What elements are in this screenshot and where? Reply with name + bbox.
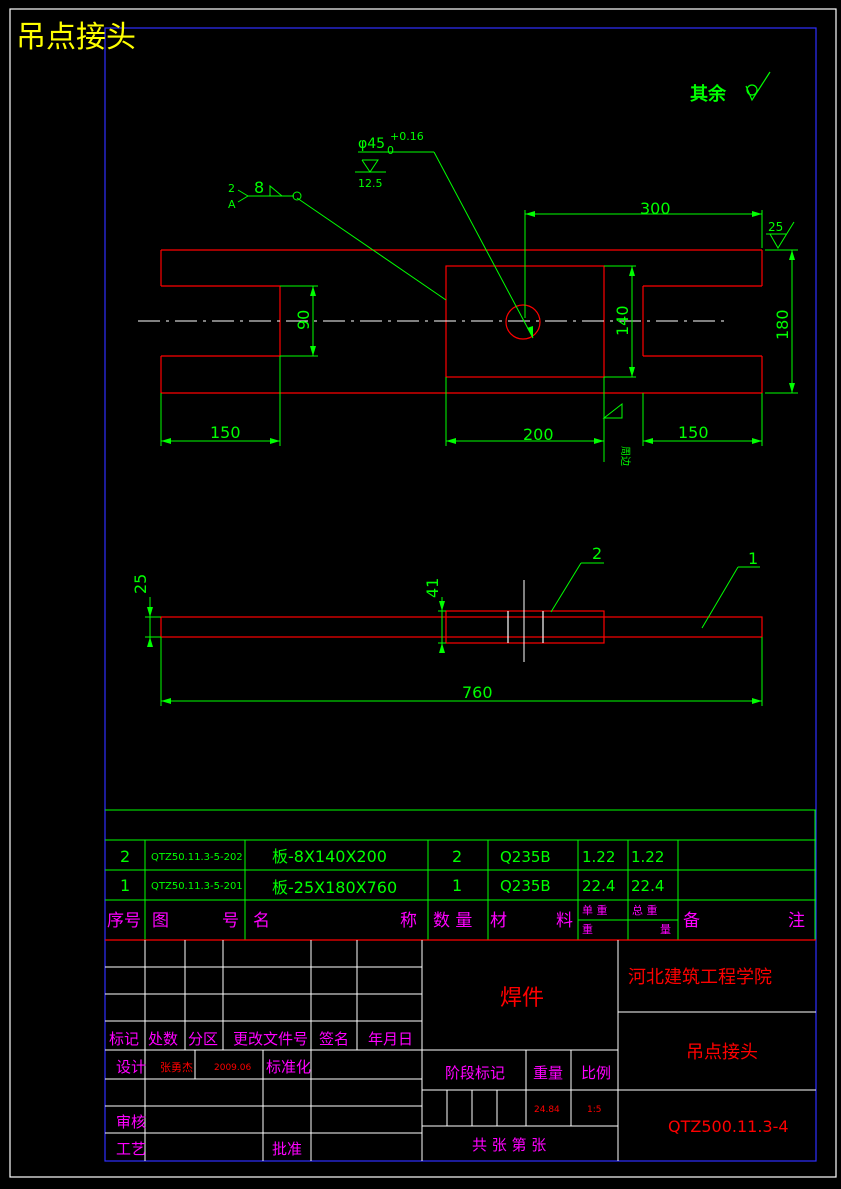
dim-150-left: 150 bbox=[210, 423, 241, 442]
hole-tol-lower: 0 bbox=[387, 144, 394, 157]
hole-roughness-value: 12.5 bbox=[358, 177, 383, 190]
top-view bbox=[160, 610, 763, 644]
tb-mark: 标记 bbox=[109, 1030, 139, 1048]
type-weldment: 焊件 bbox=[500, 986, 544, 1011]
weld-around-text: 周边 bbox=[619, 446, 631, 466]
dim-300: 300 bbox=[640, 199, 671, 218]
part-qty: 2 bbox=[452, 847, 462, 866]
part-no: 1 bbox=[120, 876, 130, 895]
part-name: 板-8X140X200 bbox=[272, 847, 387, 866]
part-no: 2 bbox=[120, 847, 130, 866]
tb-sign: 签名 bbox=[319, 1030, 349, 1048]
tb-sheets: 共 张 第 张 bbox=[472, 1136, 546, 1154]
dim-41: 41 bbox=[423, 578, 442, 598]
tb-process: 工艺 bbox=[116, 1140, 146, 1158]
tb-stage: 阶段标记 bbox=[445, 1064, 505, 1082]
part-name: 板-25X180X760 bbox=[272, 878, 397, 897]
tb-scale-label: 比例 bbox=[581, 1064, 611, 1082]
tb-change-doc: 更改文件号 bbox=[233, 1030, 308, 1048]
balloon-2: 2 bbox=[592, 544, 602, 563]
header-code-b: 号 bbox=[222, 911, 239, 931]
tb-designer: 张勇杰 bbox=[160, 1061, 193, 1074]
part-code: QTZ50.11.3-5-201 bbox=[151, 881, 243, 892]
hole-diameter: φ45 bbox=[358, 136, 385, 152]
dim-200: 200 bbox=[523, 425, 554, 444]
tb-date-label: 年月日 bbox=[368, 1030, 413, 1048]
front-dimension-lines bbox=[160, 151, 798, 446]
tb-weight: 24.84 bbox=[534, 1105, 560, 1115]
part-material: Q235B bbox=[500, 848, 551, 866]
header-total-weight-a: 总 重 bbox=[632, 903, 658, 917]
part-total-weight: 1.22 bbox=[631, 848, 664, 866]
header-unit-weight-a: 单 重 bbox=[582, 903, 608, 917]
part-name-title: 吊点接头 bbox=[686, 1042, 758, 1063]
part-total-weight: 22.4 bbox=[631, 877, 664, 895]
school-name: 河北建筑工程学院 bbox=[628, 967, 772, 988]
tb-weight-label: 重量 bbox=[533, 1064, 563, 1082]
header-mat-a: 材 bbox=[490, 911, 507, 931]
parts-list-grid bbox=[105, 809, 816, 940]
header-remark-b: 注 bbox=[788, 911, 805, 931]
tb-count: 处数 bbox=[148, 1030, 178, 1048]
part-unit-weight: 1.22 bbox=[582, 848, 615, 866]
part-unit-weight: 22.4 bbox=[582, 877, 615, 895]
header-name-b: 称 bbox=[400, 911, 417, 931]
header-no: 序号 bbox=[107, 911, 141, 931]
front-arrowheads bbox=[161, 211, 795, 444]
part-qty: 1 bbox=[452, 876, 462, 895]
weld-size: 8 bbox=[254, 178, 264, 197]
parts-row-1: 1 QTZ50.11.3-5-201 板-25X180X760 1 Q235B … bbox=[120, 876, 664, 897]
header-code-a: 图 bbox=[152, 911, 169, 931]
top-arrowheads bbox=[147, 601, 762, 704]
dim-90: 90 bbox=[294, 310, 313, 330]
weld-letter: A bbox=[228, 198, 236, 211]
header-remark-a: 备 bbox=[683, 911, 700, 931]
drawing-title: 吊点接头 bbox=[16, 20, 136, 55]
title-block-grid bbox=[105, 940, 816, 1161]
header-qty: 数 量 bbox=[433, 911, 472, 931]
weld-number: 2 bbox=[228, 182, 235, 195]
sheet-border bbox=[9, 8, 837, 1178]
tb-design: 设计 bbox=[116, 1058, 146, 1076]
weld-around-icon bbox=[602, 402, 623, 462]
header-mat-b: 料 bbox=[556, 911, 573, 931]
roughness-25-icon bbox=[766, 221, 795, 249]
tb-zone: 分区 bbox=[188, 1030, 218, 1048]
tb-design-date: 2009.06 bbox=[214, 1063, 251, 1073]
dim-140: 140 bbox=[613, 305, 632, 336]
drawing-frame bbox=[104, 27, 817, 1162]
parts-row-2: 2 QTZ50.11.3-5-202 板-8X140X200 2 Q235B 1… bbox=[120, 847, 664, 866]
hole-roughness-icon bbox=[355, 159, 386, 173]
top-dimension-lines bbox=[145, 562, 763, 706]
dim-760: 760 bbox=[462, 683, 493, 702]
roughness-symbol-icon bbox=[745, 71, 771, 102]
dim-180: 180 bbox=[773, 309, 792, 340]
tb-review: 审核 bbox=[116, 1113, 146, 1131]
hole-tol-upper: +0.16 bbox=[390, 130, 424, 143]
header-total-weight-b: 量 bbox=[660, 923, 671, 936]
weld-fillet-icon bbox=[237, 184, 302, 203]
roughness-other-label: 其余 bbox=[690, 83, 727, 105]
part-material: Q235B bbox=[500, 877, 551, 895]
drawing-number: QTZ500.11.3-4 bbox=[668, 1117, 789, 1136]
parts-header: 序号 图 号 名 称 数 量 材 料 单 重 重 总 重 量 备 注 bbox=[107, 903, 805, 936]
dim-25: 25 bbox=[131, 574, 150, 594]
dim-150-right: 150 bbox=[678, 423, 709, 442]
header-name-a: 名 bbox=[253, 911, 270, 931]
balloon-1: 1 bbox=[748, 549, 758, 568]
roughness-25-value: 25 bbox=[768, 220, 783, 234]
part-code: QTZ50.11.3-5-202 bbox=[151, 852, 243, 863]
tb-approve: 批准 bbox=[272, 1140, 302, 1158]
tb-standardize: 标准化 bbox=[266, 1058, 311, 1076]
header-unit-weight-b: 重 bbox=[582, 922, 593, 936]
tb-scale: 1:5 bbox=[587, 1105, 601, 1115]
